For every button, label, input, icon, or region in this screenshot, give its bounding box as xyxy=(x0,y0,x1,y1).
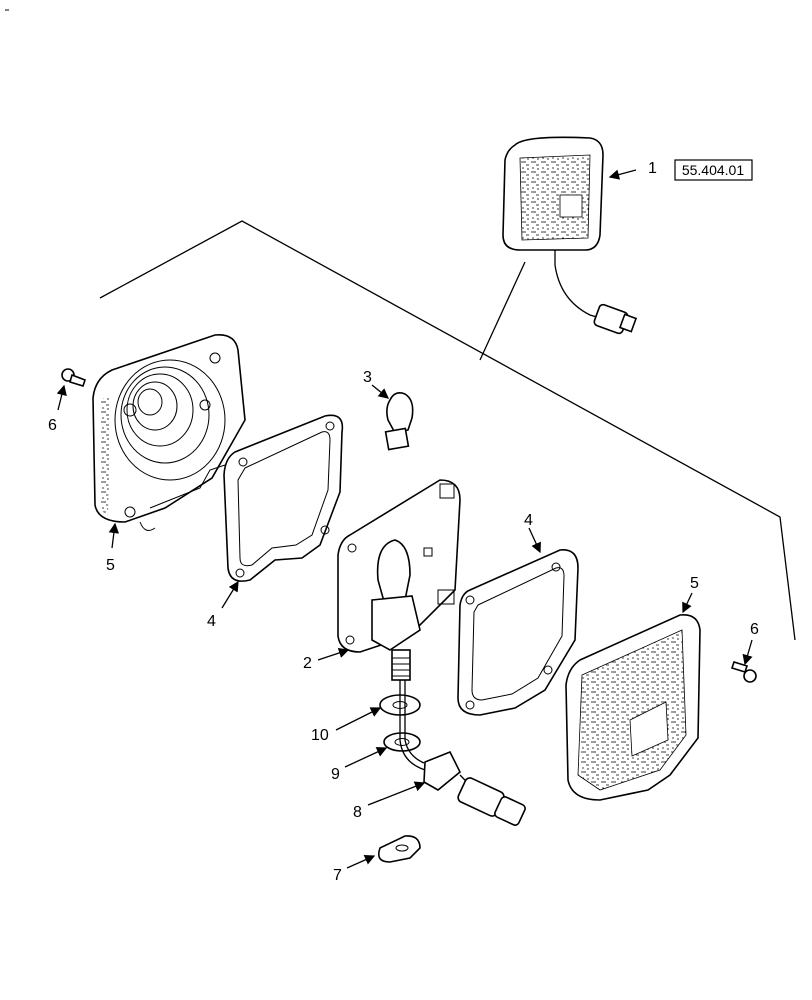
gasket-left xyxy=(223,414,344,582)
callout-5-right: 5 xyxy=(690,575,699,592)
callout-3: 3 xyxy=(363,369,372,386)
assembled-lamp xyxy=(502,136,638,335)
reference-box: 55.404.01 xyxy=(674,159,753,181)
housing-left xyxy=(92,333,246,531)
callout-9: 9 xyxy=(331,766,340,783)
callout-10: 10 xyxy=(311,727,329,744)
callout-8: 8 xyxy=(353,804,362,821)
gasket-right xyxy=(457,549,579,716)
lens-right xyxy=(565,613,701,801)
bulb xyxy=(384,392,414,451)
callout-arrows xyxy=(56,169,753,869)
grommet xyxy=(383,732,421,752)
callout-4-right: 4 xyxy=(524,512,533,529)
callout-2: 2 xyxy=(303,655,312,672)
callout-5-left: 5 xyxy=(106,557,115,574)
callout-labels: 1 2 3 4 4 5 5 6 6 7 8 9 10 xyxy=(48,160,759,884)
callout-6-left: 6 xyxy=(48,417,57,434)
wire-and-connector xyxy=(399,680,526,826)
screw-right xyxy=(730,661,757,683)
bulb-holder-plate xyxy=(337,479,461,681)
reference-code: 55.404.01 xyxy=(682,162,744,178)
callout-7: 7 xyxy=(333,867,342,884)
explosion-bracket xyxy=(99,220,796,641)
callout-6-right: 6 xyxy=(750,621,759,638)
callout-1: 1 xyxy=(648,160,657,177)
callout-4-left: 4 xyxy=(207,613,216,630)
mounting-plate xyxy=(377,835,421,863)
screw-left xyxy=(61,368,87,387)
